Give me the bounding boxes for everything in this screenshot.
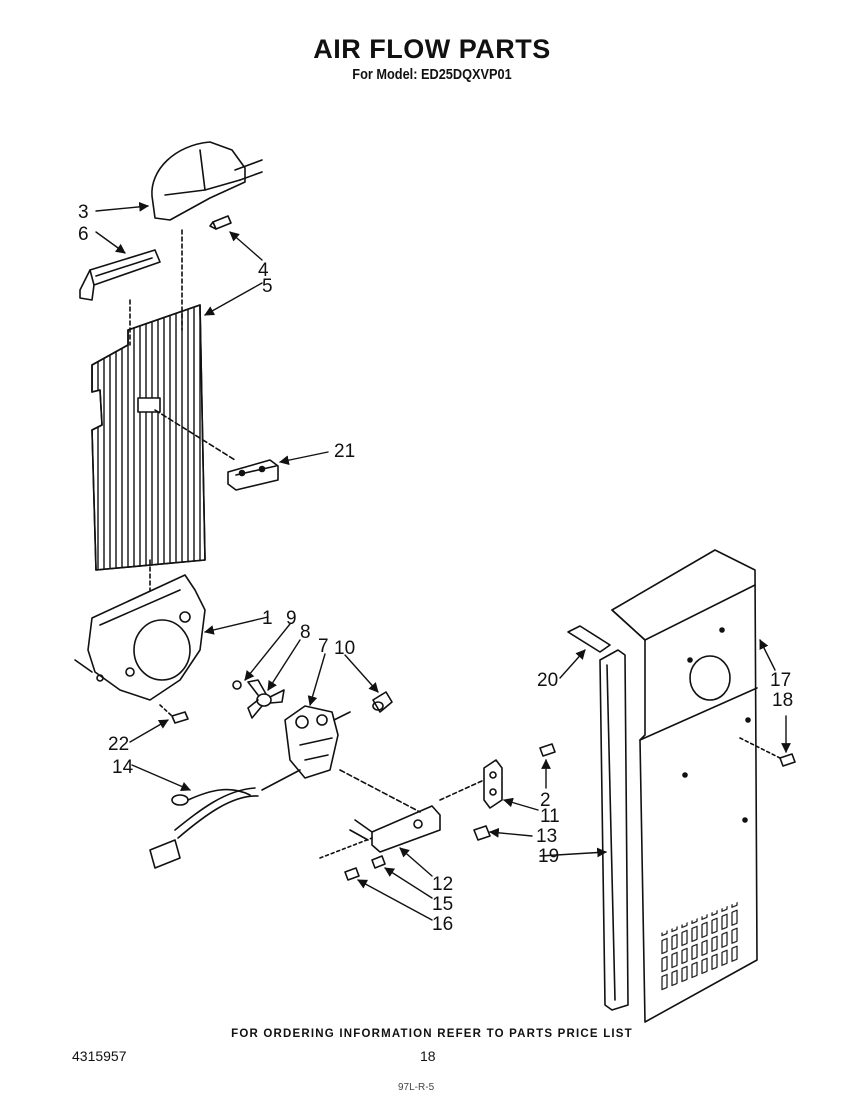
callout-8: 8 bbox=[300, 622, 311, 643]
callout-labels: 1 2 3 4 5 6 7 8 9 10 11 12 13 14 15 16 1… bbox=[78, 202, 793, 935]
part-channel-19 bbox=[599, 649, 629, 1011]
callout-10: 10 bbox=[334, 638, 355, 659]
callout-4: 4 bbox=[258, 260, 269, 281]
part-screw-18 bbox=[739, 737, 796, 767]
callout-6: 6 bbox=[78, 224, 89, 245]
part-wire-harness bbox=[149, 769, 301, 869]
part-cover-panel bbox=[611, 549, 758, 1023]
part-screw-22 bbox=[159, 704, 189, 724]
callout-2: 2 bbox=[540, 790, 551, 811]
part-screw-2 bbox=[539, 743, 556, 757]
handwritten-mark: 97L-R-5 bbox=[398, 1082, 435, 1093]
callout-7: 7 bbox=[318, 636, 329, 657]
callout-19: 19 bbox=[538, 846, 559, 867]
page-title: AIR FLOW PARTS bbox=[313, 34, 551, 64]
callout-1: 1 bbox=[262, 608, 273, 629]
callout-11: 11 bbox=[540, 806, 560, 827]
part-housing-cap bbox=[151, 141, 263, 221]
callout-20: 20 bbox=[537, 670, 558, 691]
part-fan-shroud bbox=[74, 574, 206, 701]
callout-12: 12 bbox=[432, 874, 453, 895]
callout-17: 17 bbox=[770, 670, 791, 691]
part-fan-motor bbox=[284, 705, 351, 779]
callout-3: 3 bbox=[78, 202, 89, 223]
callout-14: 14 bbox=[112, 757, 134, 778]
callout-18: 18 bbox=[772, 690, 793, 711]
part-screw-4 bbox=[209, 215, 232, 230]
part-mounting-bracket bbox=[339, 769, 441, 853]
part-duct-panel bbox=[91, 229, 236, 601]
callout-5: 5 bbox=[262, 276, 273, 297]
callout-21: 21 bbox=[334, 441, 355, 462]
callout-13: 13 bbox=[536, 826, 557, 847]
part-fan-blade bbox=[232, 679, 285, 719]
callout-15: 15 bbox=[432, 894, 453, 915]
model-subtitle: For Model: ED25DQXVP01 bbox=[352, 66, 512, 83]
part-bracket-21 bbox=[227, 459, 279, 491]
part-grille-insert bbox=[79, 249, 161, 301]
callout-9: 9 bbox=[286, 608, 297, 629]
part-latch-11 bbox=[439, 759, 503, 809]
part-nut-13 bbox=[473, 825, 491, 841]
callout-22: 22 bbox=[108, 734, 129, 755]
page-number: 18 bbox=[420, 1048, 436, 1064]
part-gasket-strip bbox=[567, 625, 611, 653]
part-grommet-10 bbox=[372, 691, 393, 713]
leader-lines bbox=[95, 201, 791, 921]
part-screws-15-16 bbox=[319, 837, 386, 881]
ordering-note: FOR ORDERING INFORMATION REFER TO PARTS … bbox=[231, 1028, 633, 1040]
document-number: 4315957 bbox=[72, 1048, 127, 1064]
callout-16: 16 bbox=[432, 914, 453, 935]
